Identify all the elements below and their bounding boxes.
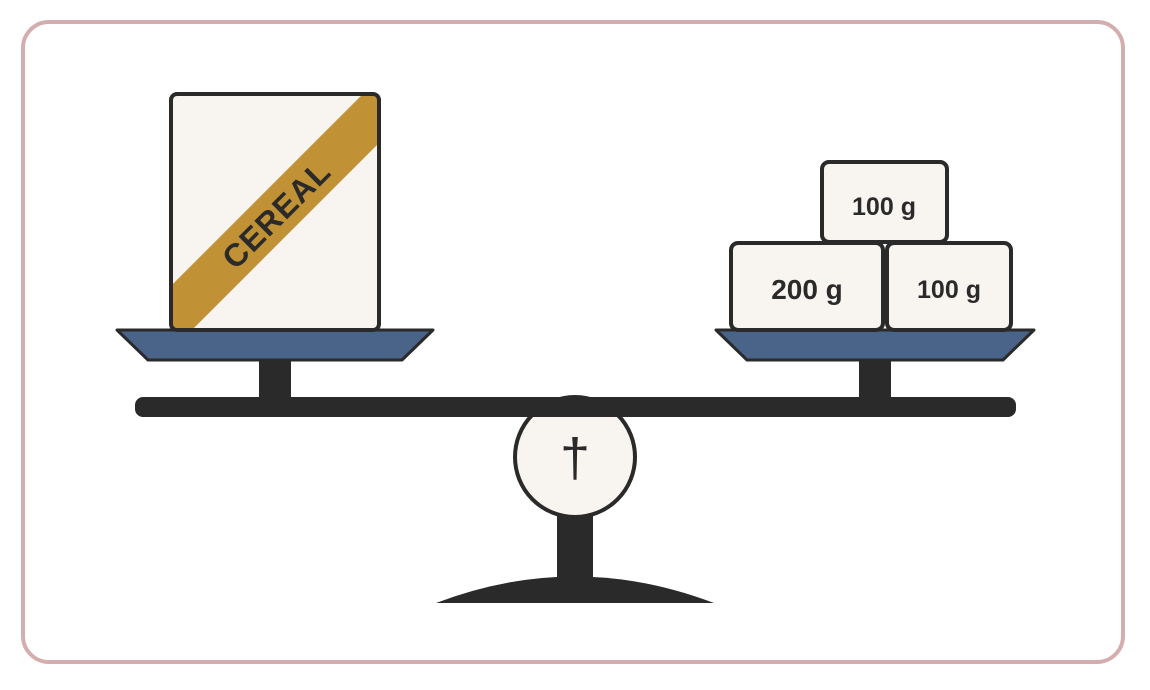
scale-stand [557,510,593,580]
left-pan-post [259,357,291,399]
cereal-band [171,94,379,330]
cereal-box: CEREAL [169,92,381,332]
weight-200g: 200 g [729,241,885,332]
weight-100g-top: 100 g [820,160,949,244]
weight-100g-right: 100 g [885,241,1013,332]
scale-beam [135,397,1016,417]
right-pan [714,328,1036,362]
weight-label: 100 g [917,276,981,304]
weight-label: 100 g [852,193,916,221]
scale-base [436,576,714,603]
left-pan [115,328,435,362]
dial-pointer-icon: † [560,428,590,488]
right-pan-post [859,357,891,399]
scale-dial: † [513,395,637,519]
weight-label: 200 g [771,274,843,305]
